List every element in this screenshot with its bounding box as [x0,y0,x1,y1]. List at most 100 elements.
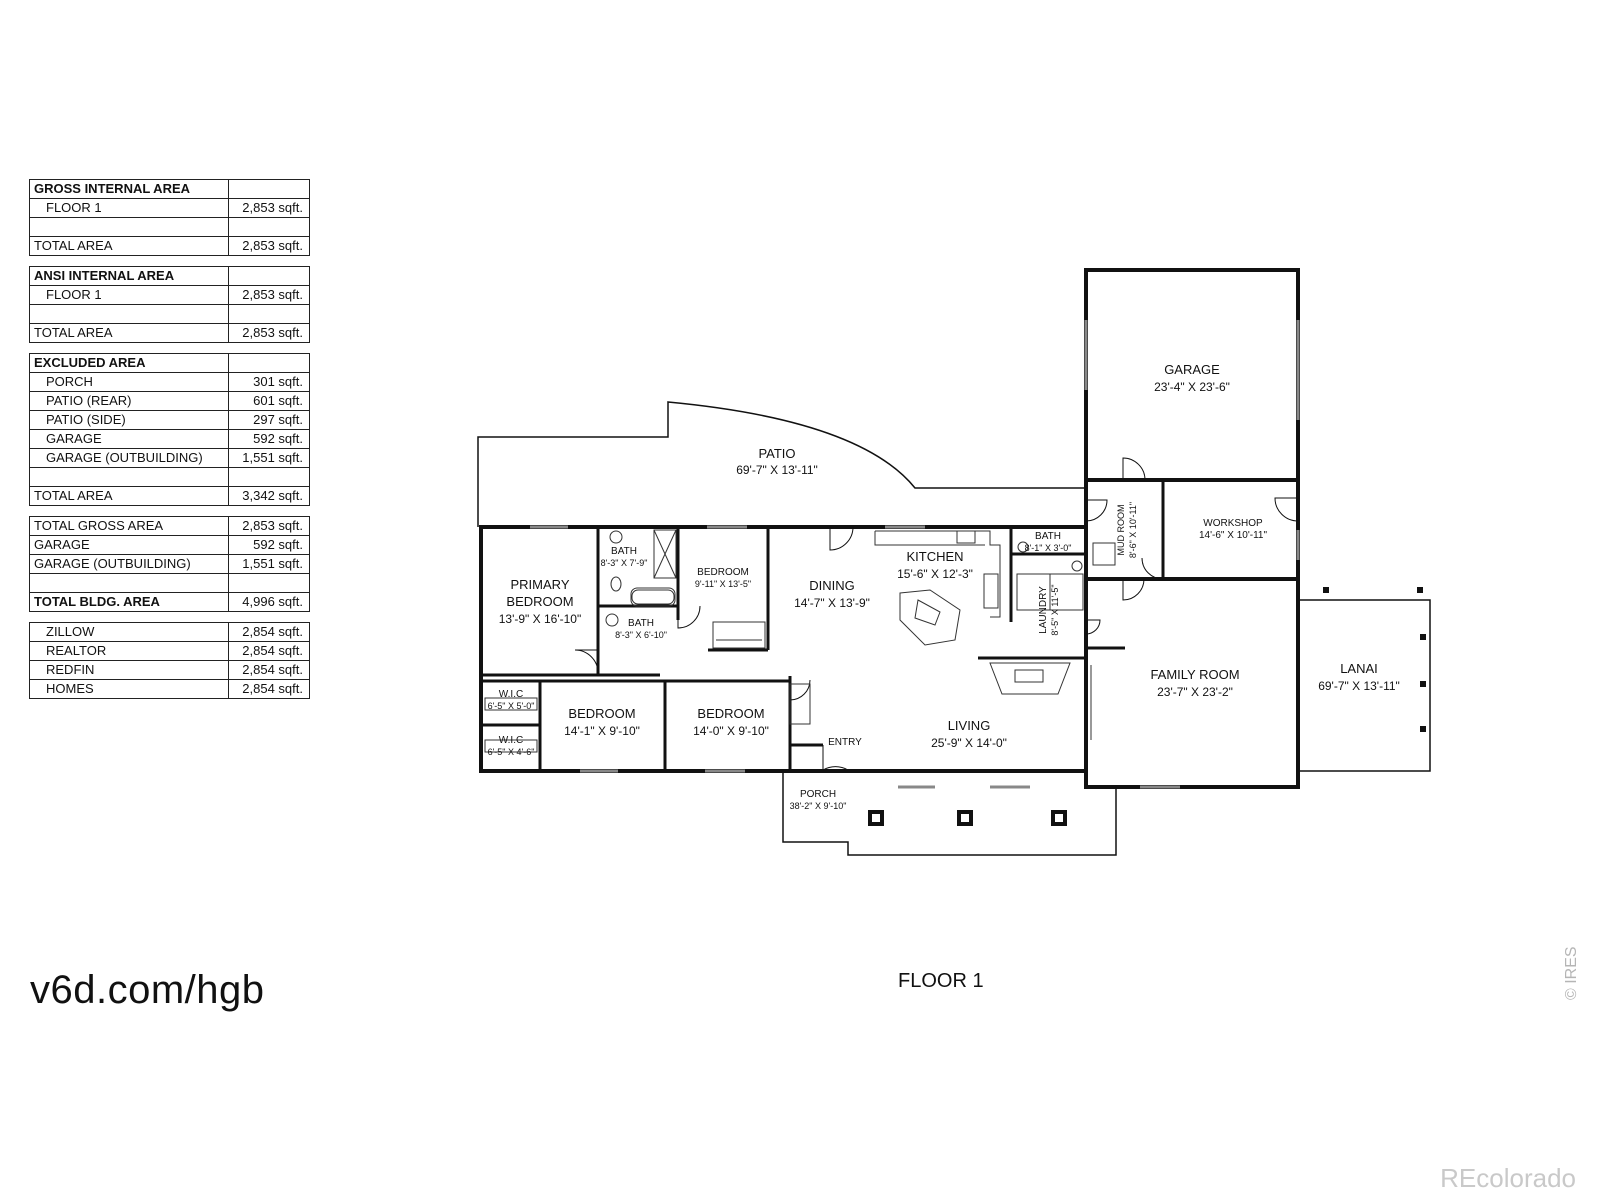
sink [1071,560,1083,572]
windows [530,320,1300,789]
workshop-dims: 14'-6" X 10'-11" [1199,530,1267,541]
fireplace [989,662,1071,695]
wic-2-label: W.I.C [499,735,523,746]
bath-3-label: BATH [1035,531,1061,542]
primary-bedroom-label-2: BEDROOM [506,594,573,609]
area-table-row [29,467,310,487]
ires-copyright: © IRES [1563,946,1580,1000]
area-value: 2,854 sqft. [228,679,310,699]
dining-dims: 14'-7" X 13'-9" [794,596,870,610]
area-value: 4,996 sqft. [228,592,310,612]
door-swings [574,457,1299,771]
area-table-row: GROSS INTERNAL AREA [29,179,310,199]
area-label: TOTAL GROSS AREA [29,516,229,536]
lanai-outline [1298,599,1431,772]
tour-url: v6d.com/hgb [30,968,265,1012]
mud-room-dims: 8'-6" X 10'-11" [1128,502,1138,558]
kitchen-island [899,589,961,646]
area-label: GARAGE (OUTBUILDING) [29,448,229,468]
area-table-row: PATIO (REAR)601 sqft. [29,391,310,411]
exterior-outlines [477,401,1431,856]
recolorado-watermark: REcolorado [1440,1163,1576,1193]
toilet [1017,541,1029,553]
lanai-posts [1323,587,1426,732]
bedroom-3-label: BEDROOM [697,706,764,721]
area-value: 2,854 sqft. [228,660,310,680]
area-value: 601 sqft. [228,391,310,411]
wic-2-dims: 6'-5" X 4'-6" [488,747,535,757]
dining-label: DINING [809,578,855,593]
area-value: 2,853 sqft. [228,323,310,343]
area-label: TOTAL BLDG. AREA [29,592,229,612]
area-label: GARAGE [29,429,229,449]
bathtub [630,587,676,607]
bath-3-dims: 8'-1" X 3'-0" [1025,543,1072,553]
family-room-label: FAMILY ROOM [1150,667,1239,682]
bedroom-2-label: BEDROOM [568,706,635,721]
area-label: GARAGE [29,535,229,555]
living-label: LIVING [948,718,991,733]
area-label: ANSI INTERNAL AREA [29,266,229,286]
area-value: 2,853 sqft. [228,236,310,256]
area-table-row [29,304,310,324]
patio-outline [477,401,1086,527]
area-label: TOTAL AREA [29,236,229,256]
area-value: 2,853 sqft. [228,285,310,305]
toilet [610,576,622,592]
area-table-row: GARAGE (OUTBUILDING)1,551 sqft. [29,448,310,468]
workshop-label: WORKSHOP [1203,518,1263,529]
area-label: HOMES [29,679,229,699]
bath-1-label: BATH [611,546,637,557]
patio-label: PATIO [758,446,795,461]
entry-label: ENTRY [828,737,862,748]
bath-2-label: BATH [628,618,654,629]
area-value: 592 sqft. [228,429,310,449]
lanai-dims: 69'-7" X 13'-11" [1318,679,1400,693]
bedroom-2-dims: 14'-1" X 9'-10" [564,724,640,738]
laundry-dims: 8'-5" X 11'-5" [1050,584,1060,635]
laundry-label: LAUNDRY [1038,586,1049,634]
bath-1-dims: 8'-3" X 7'-9" [601,558,648,568]
area-value: 592 sqft. [228,535,310,555]
primary-bedroom-dims: 13'-9" X 16'-10" [499,612,581,626]
area-label: ZILLOW [29,622,229,642]
bedroom-3-dims: 14'-0" X 9'-10" [693,724,769,738]
mud-workshop-walls [1084,478,1300,581]
bath-2-dims: 8'-3" X 6'-10" [615,630,667,640]
wic-1-label: W.I.C [499,689,523,700]
area-table-row [29,217,310,237]
sink [609,530,623,544]
area-label: TOTAL AREA [29,323,229,343]
wic-1-dims: 6'-5" X 5'-0" [488,701,535,711]
garage-dims: 23'-4" X 23'-6" [1154,380,1230,394]
porch-post-cores [872,814,1063,822]
floor-caption: FLOOR 1 [898,970,984,992]
area-table-row: GARAGE (OUTBUILDING)1,551 sqft. [29,554,310,574]
bedroom-1-label: BEDROOM [697,567,749,578]
area-value: 3,342 sqft. [228,486,310,506]
fixtures [484,529,1116,753]
area-value: 2,853 sqft. [228,516,310,536]
room-labels: PATIO 69'-7" X 13'-11" GARAGE 23'-4" X 2… [488,362,1400,811]
shower [653,529,677,579]
kitchen-dims: 15'-6" X 12'-3" [897,567,973,581]
porch-label: PORCH [800,789,836,800]
family-room-dims: 23'-7" X 23'-2" [1157,685,1233,699]
area-label: TOTAL AREA [29,486,229,506]
